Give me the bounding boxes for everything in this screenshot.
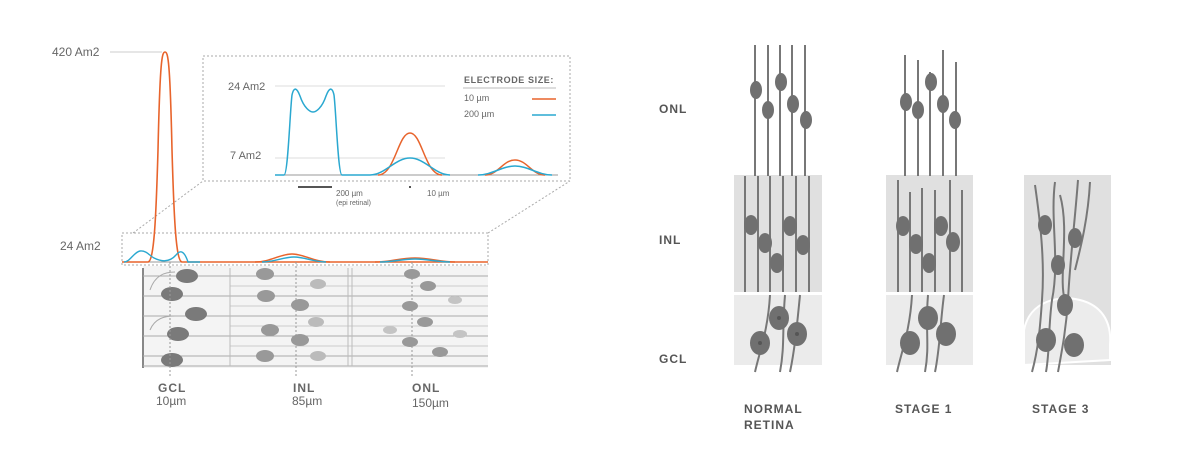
scalebar-200um-label: 200 µm [336,189,363,198]
blue-curve-gcl [123,250,200,263]
selection-box [121,232,489,266]
scalebar-200um-note: (epi retinal) [336,200,371,207]
orange-hump-inl [254,253,331,263]
layer-gcl-name: GCL [158,381,186,395]
inset-label-7: 7 Am2 [230,150,261,162]
column-stage1-title: STAGE 1 [895,402,952,416]
column-normal-retina: NORMAL RETINA [734,45,822,432]
layer-onl-name: ONL [412,381,440,395]
scalebar-10um-label: 10 µm [427,189,450,198]
row-label-onl: ONL [659,102,687,116]
inset-label-24: 24 Am2 [228,81,265,93]
column-stage3-title: STAGE 3 [1032,402,1089,416]
blue-curve-onl [379,258,451,263]
inset-blue-curve-large [275,88,370,176]
column-normal-title-1: NORMAL [744,402,803,416]
blue-curve-inl [261,256,327,263]
left-panel: 420 Am2 24 Am2 [52,45,571,410]
row-label-gcl: GCL [659,352,687,366]
inset-blue-hump-2 [477,165,553,176]
column-stage-1: STAGE 1 [886,50,973,416]
column-normal-title-2: RETINA [744,418,795,432]
inl-cells [256,268,326,362]
column-stage-3: STAGE 3 [1023,175,1112,416]
label-24: 24 Am2 [60,239,101,253]
legend-item-200um: 200 µm [464,109,494,119]
layer-inl-name: INL [293,381,315,395]
gcl-cells [161,269,207,367]
row-label-inl: INL [659,233,681,247]
inset-plot: 24 Am2 7 Am2 ELECTRODE SIZE: 10 µm 200 µ… [202,55,571,207]
legend-item-10um: 10 µm [464,93,489,103]
orange-peak-curve [122,51,488,263]
label-420: 420 Am2 [52,45,100,59]
layer-gcl-depth: 10µm [156,394,186,408]
layer-onl-depth: 150µm [412,396,449,410]
inset-blue-hump-1 [369,157,451,176]
layer-inl-depth: 85µm [292,394,322,408]
legend-title: ELECTRODE SIZE: [464,75,554,85]
right-panel: ONL INL GCL [659,45,1112,432]
